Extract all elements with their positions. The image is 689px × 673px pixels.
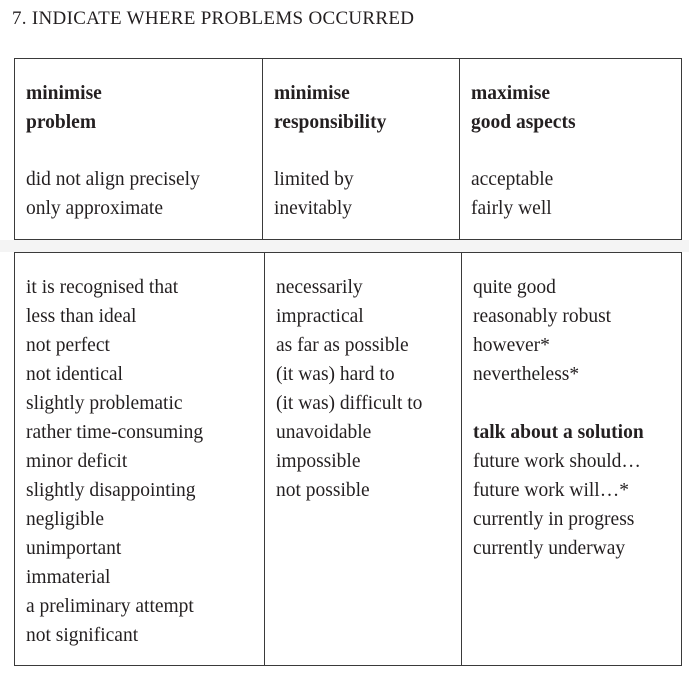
phrase-item: nevertheless* bbox=[473, 364, 580, 385]
phrase-item: future work should… bbox=[473, 451, 641, 472]
phrase-item: currently underway bbox=[473, 538, 626, 559]
phrase-item: quite good bbox=[473, 277, 556, 298]
phrase-item: negligible bbox=[26, 509, 104, 530]
phrase-item: currently in progress bbox=[473, 509, 635, 530]
phrase-item: slightly problematic bbox=[26, 393, 183, 414]
phrase-item: inevitably bbox=[274, 198, 352, 219]
phrase-item: reasonably robust bbox=[473, 306, 612, 327]
phrase-item: slightly disappointing bbox=[26, 480, 196, 501]
phrase-item: future work will…* bbox=[473, 480, 629, 501]
column-header-line: minimise bbox=[26, 83, 102, 104]
column-header-line: problem bbox=[26, 112, 97, 133]
phrase-item: less than ideal bbox=[26, 306, 137, 327]
phrase-item: impractical bbox=[276, 306, 364, 327]
phrase-item: necessarily bbox=[276, 277, 363, 298]
bottom-column-3: quite good reasonably robust however* ne… bbox=[462, 253, 681, 665]
column-header-line: maximise bbox=[471, 83, 551, 104]
phrase-item: as far as possible bbox=[276, 335, 409, 356]
phrase-item: minor deficit bbox=[26, 451, 128, 472]
phrase-item: limited by bbox=[274, 169, 354, 190]
phrase-item: however* bbox=[473, 335, 550, 356]
phrase-item: fairly well bbox=[471, 198, 552, 219]
bottom-table: it is recognised that less than ideal no… bbox=[14, 252, 682, 666]
phrase-item: not significant bbox=[26, 625, 139, 646]
phrase-item: a preliminary attempt bbox=[26, 596, 194, 617]
column-header-line: good aspects bbox=[471, 112, 576, 133]
phrase-item: unavoidable bbox=[276, 422, 372, 443]
phrase-item: not perfect bbox=[26, 335, 110, 356]
column-header-line: responsibility bbox=[274, 112, 387, 133]
top-column-minimise-responsibility: minimise responsibility limited by inevi… bbox=[263, 59, 460, 239]
top-table: minimise problem did not align precisely… bbox=[14, 58, 682, 240]
bottom-column-2: necessarily impractical as far as possib… bbox=[265, 253, 462, 665]
phrase-item: it is recognised that bbox=[26, 277, 179, 298]
column-header-line: minimise bbox=[274, 83, 350, 104]
bottom-column-1: it is recognised that less than ideal no… bbox=[15, 253, 265, 665]
phrase-item: acceptable bbox=[471, 169, 554, 190]
phrase-item: did not align precisely bbox=[26, 169, 200, 190]
phrase-item: (it was) difficult to bbox=[276, 393, 423, 414]
subheading-solution: talk about a solution bbox=[473, 422, 644, 443]
phrase-item: unimportant bbox=[26, 538, 122, 559]
top-column-minimise-problem: minimise problem did not align precisely… bbox=[15, 59, 263, 239]
page-divider bbox=[0, 240, 689, 252]
phrase-item: not identical bbox=[26, 364, 123, 385]
phrase-item: only approximate bbox=[26, 198, 164, 219]
phrase-item: impossible bbox=[276, 451, 361, 472]
phrase-item: rather time-consuming bbox=[26, 422, 204, 443]
phrase-item: (it was) hard to bbox=[276, 364, 395, 385]
phrase-item: not possible bbox=[276, 480, 370, 501]
section-heading: 7. INDICATE WHERE PROBLEMS OCCURRED bbox=[12, 8, 415, 29]
top-column-maximise-good-aspects: maximise good aspects acceptable fairly … bbox=[460, 59, 681, 239]
phrase-item: immaterial bbox=[26, 567, 111, 588]
